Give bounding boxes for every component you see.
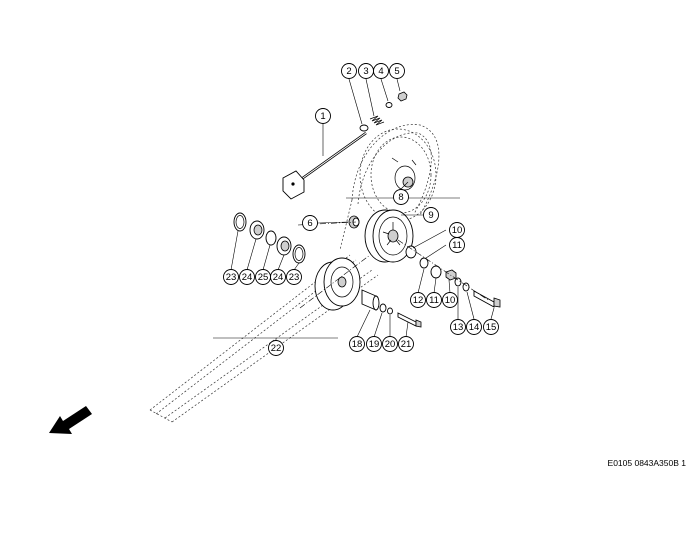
tension-rod xyxy=(282,131,367,200)
arrow-down-left-icon xyxy=(49,406,92,434)
callout-6: 6 xyxy=(302,215,318,231)
callout-circle xyxy=(466,319,482,335)
callout-number: 19 xyxy=(369,339,380,350)
callout-24: 24 xyxy=(270,269,286,285)
spring-assembly xyxy=(359,91,408,132)
callout-circle xyxy=(239,269,255,285)
callout-number: 5 xyxy=(394,66,399,77)
main-pulley-fasteners xyxy=(405,245,501,308)
callout-number: 23 xyxy=(226,272,237,283)
callout-3: 3 xyxy=(358,63,374,79)
callout-number: 6 xyxy=(307,218,312,229)
callout-23: 23 xyxy=(223,269,239,285)
callout-21: 21 xyxy=(398,336,414,352)
callout-number: 2 xyxy=(346,66,351,77)
callout-22: 22 xyxy=(268,340,284,356)
callout-circle xyxy=(302,215,318,231)
callout-number: 9 xyxy=(428,210,433,221)
callout-number: 25 xyxy=(258,272,269,283)
callout-number: 13 xyxy=(453,322,464,333)
bearing-stack xyxy=(233,212,306,264)
callout-circle xyxy=(366,336,382,352)
callout-11: 11 xyxy=(426,292,442,308)
callout-24: 24 xyxy=(239,269,255,285)
callout-number: 3 xyxy=(363,66,368,77)
callout-number: 10 xyxy=(445,295,456,306)
callout-circle xyxy=(449,237,465,253)
callout-circle xyxy=(315,108,331,124)
callout-circle xyxy=(393,189,409,205)
main-pulley xyxy=(364,209,414,263)
callout-14: 14 xyxy=(466,319,482,335)
callout-4: 4 xyxy=(373,63,389,79)
drawing-reference-code: E0105 0843A350B 1 xyxy=(607,458,686,468)
callout-25: 25 xyxy=(255,269,271,285)
callout-circle xyxy=(389,63,405,79)
callout-number: 23 xyxy=(289,272,300,283)
callout-23: 23 xyxy=(286,269,302,285)
callout-number: 4 xyxy=(378,66,383,77)
callout-2: 2 xyxy=(341,63,357,79)
leader-lines xyxy=(230,78,495,343)
callout-circle xyxy=(442,292,458,308)
callout-circle xyxy=(450,319,466,335)
callout-number: 11 xyxy=(429,295,439,306)
callout-1: 1 xyxy=(315,108,331,124)
callout-circle xyxy=(270,269,286,285)
callout-circle xyxy=(398,336,414,352)
callout-circle xyxy=(426,292,442,308)
callout-10: 10 xyxy=(442,292,458,308)
callout-number: 24 xyxy=(273,272,284,283)
callout-circle xyxy=(410,292,426,308)
callout-number: 21 xyxy=(401,339,412,350)
callout-20: 20 xyxy=(382,336,398,352)
callout-5: 5 xyxy=(389,63,405,79)
callout-8: 8 xyxy=(393,189,409,205)
callout-number: 12 xyxy=(413,295,424,306)
callout-9: 9 xyxy=(423,207,439,223)
callout-circle xyxy=(349,336,365,352)
rear-pulley-outline xyxy=(359,128,437,222)
callout-number: 1 xyxy=(320,111,325,122)
callout-number: 18 xyxy=(352,339,363,350)
callout-number: 20 xyxy=(385,339,396,350)
callout-19: 19 xyxy=(366,336,382,352)
callout-18: 18 xyxy=(349,336,365,352)
callout-number: 8 xyxy=(398,192,403,203)
callout-circle xyxy=(286,269,302,285)
callout-10: 10 xyxy=(449,222,465,238)
callout-12: 12 xyxy=(410,292,426,308)
callout-11: 11 xyxy=(449,237,465,253)
callout-number: 10 xyxy=(452,225,463,236)
idler-pulley xyxy=(314,257,422,328)
callout-13: 13 xyxy=(450,319,466,335)
callout-circle xyxy=(373,63,389,79)
callout-number: 22 xyxy=(271,343,282,354)
callout-number: 24 xyxy=(242,272,253,283)
callout-circle xyxy=(483,319,499,335)
callout-circle xyxy=(268,340,284,356)
callout-circle xyxy=(223,269,239,285)
callout-number: 14 xyxy=(469,322,480,333)
callout-circle xyxy=(382,336,398,352)
callout-circle xyxy=(341,63,357,79)
callout-circle xyxy=(423,207,439,223)
callout-number: 11 xyxy=(452,240,462,251)
callout-15: 15 xyxy=(483,319,499,335)
callout-number: 15 xyxy=(486,322,497,333)
